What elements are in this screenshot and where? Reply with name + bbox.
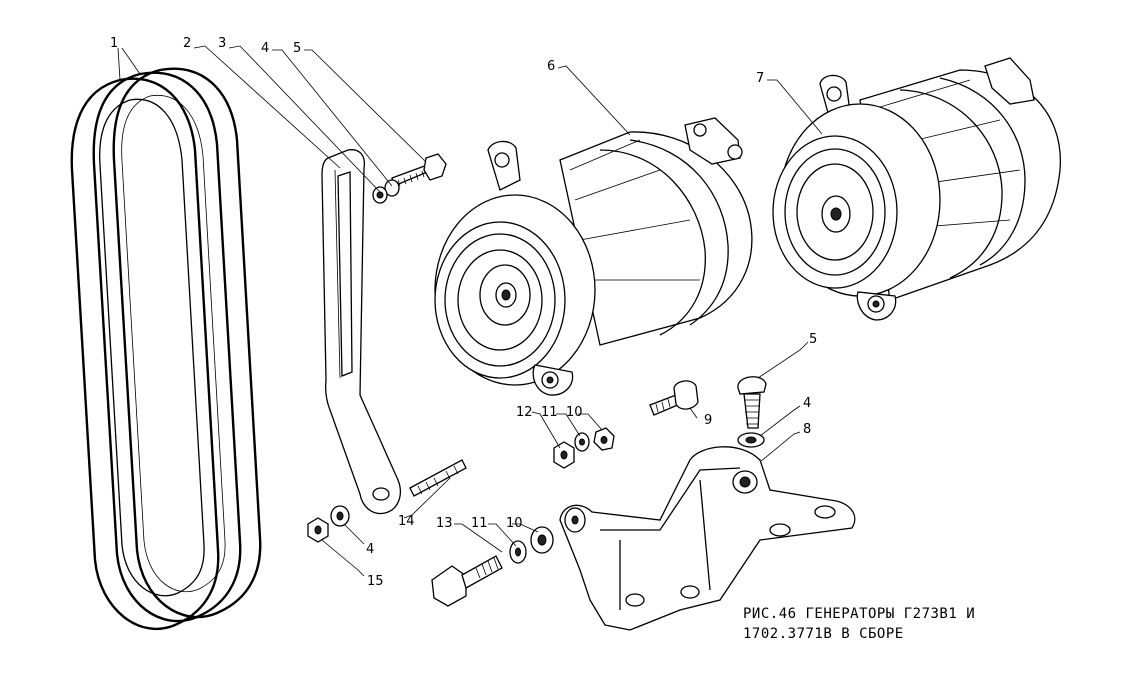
nut-washers-top <box>553 427 615 469</box>
label-13: 13 <box>436 516 453 531</box>
caption-line-2: 1702.3771В В СБОРЕ <box>743 626 904 642</box>
washer-top <box>372 179 400 204</box>
label-10-bottom: 10 <box>506 516 523 531</box>
label-5-top: 5 <box>293 41 301 56</box>
label-10-top: 10 <box>566 405 583 420</box>
v-belt <box>70 67 262 631</box>
label-11-top: 11 <box>541 405 558 420</box>
label-4-top: 4 <box>261 41 269 56</box>
stud-9 <box>649 380 699 416</box>
bolt-5-right <box>737 376 767 429</box>
label-8: 8 <box>803 422 811 437</box>
washer-4-right <box>737 432 765 448</box>
nut-15 <box>307 517 329 543</box>
figure-caption: РИС.46 ГЕНЕРАТОРЫ Г273В1 И 1702.3771В В … <box>743 604 975 644</box>
label-7: 7 <box>756 71 764 86</box>
caption-line-1: РИС.46 ГЕНЕРАТОРЫ Г273В1 И <box>743 606 976 622</box>
label-2: 2 <box>183 36 191 51</box>
leader-lines <box>117 45 823 577</box>
label-11-bottom: 11 <box>471 516 488 531</box>
generator-g273v1 <box>434 117 753 396</box>
label-14: 14 <box>398 514 415 529</box>
label-9: 9 <box>704 413 712 428</box>
washer-4-bottom <box>330 505 350 527</box>
stud-14 <box>409 459 467 497</box>
mounting-bracket <box>559 446 856 631</box>
washers-bottom <box>509 526 554 564</box>
bolt-13 <box>431 555 503 607</box>
label-12: 12 <box>516 405 533 420</box>
adjusting-strap <box>321 149 401 515</box>
label-6: 6 <box>547 59 555 74</box>
label-1: 1 <box>110 36 118 51</box>
bolt-top <box>391 153 447 187</box>
label-15: 15 <box>367 574 384 589</box>
label-5-right: 5 <box>809 332 817 347</box>
label-4-bottom: 4 <box>366 542 374 557</box>
label-4-right: 4 <box>803 396 811 411</box>
generator-1702-3771v <box>772 57 1061 321</box>
label-3: 3 <box>218 36 226 51</box>
